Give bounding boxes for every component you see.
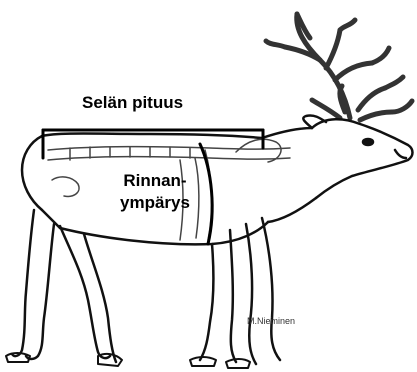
antlers bbox=[266, 14, 412, 120]
neck bbox=[262, 128, 316, 222]
legs bbox=[12, 210, 280, 364]
chest-girth-label-line1: Rinnan- bbox=[120, 170, 190, 192]
author-credit: M.Nieminen bbox=[247, 316, 295, 326]
chest-girth-line bbox=[200, 144, 212, 244]
back-length-label: Selän pituus bbox=[82, 93, 183, 113]
hooves bbox=[6, 353, 250, 368]
chest-girth-label-line2: ympärys bbox=[120, 192, 190, 214]
head bbox=[303, 115, 412, 198]
chest-girth-label: Rinnan- ympärys bbox=[120, 170, 190, 214]
